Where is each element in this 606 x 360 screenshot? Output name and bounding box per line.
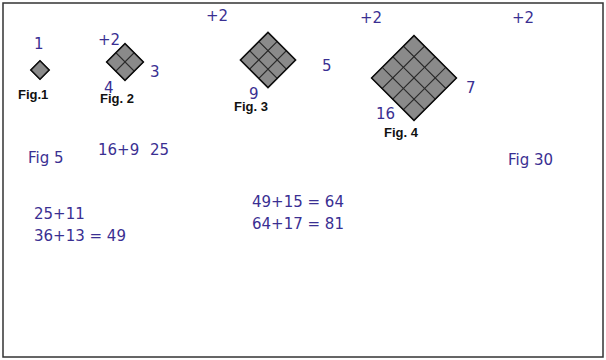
handwritten-note: +2: [360, 10, 382, 27]
handwritten-note: Fig 30: [508, 152, 553, 169]
handwritten-note: +2: [98, 32, 120, 49]
grid-diamond: [107, 44, 144, 81]
grid-square: [31, 61, 49, 79]
diamond-outline: [107, 44, 144, 81]
figure-label: Fig. 4: [384, 126, 418, 140]
handwritten-note: 16+9: [98, 142, 139, 159]
handwritten-note: 1: [34, 36, 44, 53]
grid-square: [259, 69, 277, 87]
frame-border: [3, 3, 603, 357]
handwritten-note: +2: [206, 8, 228, 25]
handwritten-note: +2: [512, 10, 534, 27]
grid-square: [116, 62, 134, 80]
handwritten-note: 49+15 = 64: [252, 194, 344, 211]
handwritten-note: Fig 5: [28, 150, 64, 167]
figure-label: Fig.1: [18, 88, 48, 102]
figure-label: Fig. 3: [234, 100, 268, 114]
grid-diamond: [240, 32, 295, 87]
handwritten-note: 25: [150, 142, 169, 159]
grid-diamond: [31, 61, 49, 79]
handwritten-note: 3: [150, 64, 160, 81]
handwritten-note: 36+13 = 49: [34, 228, 126, 245]
handwritten-note: 16: [376, 106, 395, 123]
handwritten-note: 64+17 = 81: [252, 216, 344, 233]
grid-square: [403, 99, 424, 120]
figure-label: Fig. 2: [100, 92, 134, 106]
handwritten-note: 7: [466, 80, 476, 97]
handwritten-note: 25+11: [34, 206, 85, 223]
handwritten-note: 5: [322, 58, 332, 75]
diamond-outline: [240, 32, 295, 87]
diamond-outline: [31, 61, 49, 79]
